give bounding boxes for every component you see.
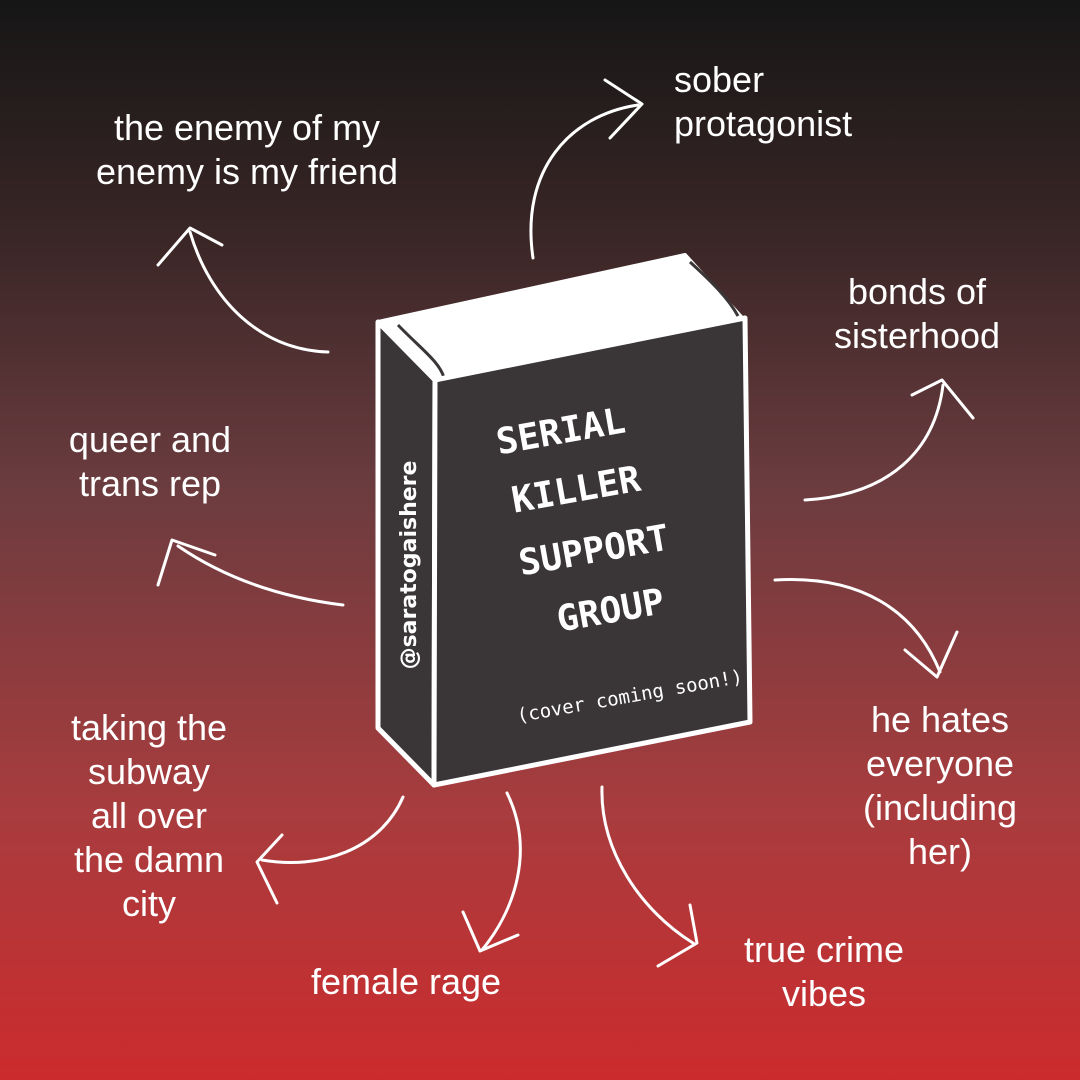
trope-crime-line: true crime bbox=[743, 929, 905, 970]
arrow-sisterhood-icon bbox=[803, 378, 975, 502]
trope-subway-line: taking the bbox=[70, 707, 228, 748]
page-curve-icon bbox=[396, 260, 740, 379]
trope-hates-line: her) bbox=[907, 831, 973, 872]
arrow-enemy-icon bbox=[156, 226, 330, 354]
trope-sober-line: protagonist bbox=[674, 103, 853, 144]
trope-sober-line: sober bbox=[674, 59, 765, 100]
trope-rage-label: female rage bbox=[280, 960, 532, 1004]
arrow-hates-icon bbox=[773, 578, 959, 679]
arrow-rage-icon bbox=[461, 791, 522, 953]
trope-crime-label: true crime vibes bbox=[714, 928, 934, 1016]
trope-enemy-line: enemy is my friend bbox=[95, 151, 399, 192]
trope-queer-line: trans rep bbox=[78, 463, 222, 504]
arrow-queer-icon bbox=[156, 538, 345, 607]
trope-sisterhood-line: bonds of bbox=[847, 271, 987, 312]
trope-subway-line: all over bbox=[90, 795, 208, 836]
trope-subway-label: taking the subway all over the damn city bbox=[40, 706, 258, 926]
arrow-sober-icon bbox=[529, 78, 644, 260]
arrow-crime-icon bbox=[600, 785, 699, 968]
trope-hates-line: everyone bbox=[865, 743, 1015, 784]
trope-sisterhood-label: bonds of sisterhood bbox=[810, 270, 1024, 358]
trope-hates-label: he hates everyone (including her) bbox=[840, 698, 1040, 874]
trope-hates-line: (including bbox=[862, 787, 1018, 828]
trope-queer-line: queer and bbox=[68, 419, 232, 460]
trope-hates-line: he hates bbox=[870, 699, 1010, 740]
trope-rage-line: female rage bbox=[310, 961, 502, 1002]
trope-sober-label: sober protagonist bbox=[674, 58, 934, 146]
trope-enemy-line: the enemy of my bbox=[113, 107, 381, 148]
trope-enemy-label: the enemy of my enemy is my friend bbox=[62, 106, 432, 194]
trope-subway-line: the damn bbox=[73, 839, 225, 880]
arrow-subway-icon bbox=[255, 795, 405, 905]
spine-handle: @saratogaishere bbox=[397, 461, 422, 670]
trope-subway-line: subway bbox=[87, 751, 211, 792]
trope-crime-line: vibes bbox=[781, 973, 867, 1014]
book-cover bbox=[431, 315, 753, 788]
trope-subway-line: city bbox=[122, 883, 176, 924]
trope-sisterhood-line: sisterhood bbox=[833, 315, 1001, 356]
trope-queer-label: queer and trans rep bbox=[50, 418, 250, 506]
